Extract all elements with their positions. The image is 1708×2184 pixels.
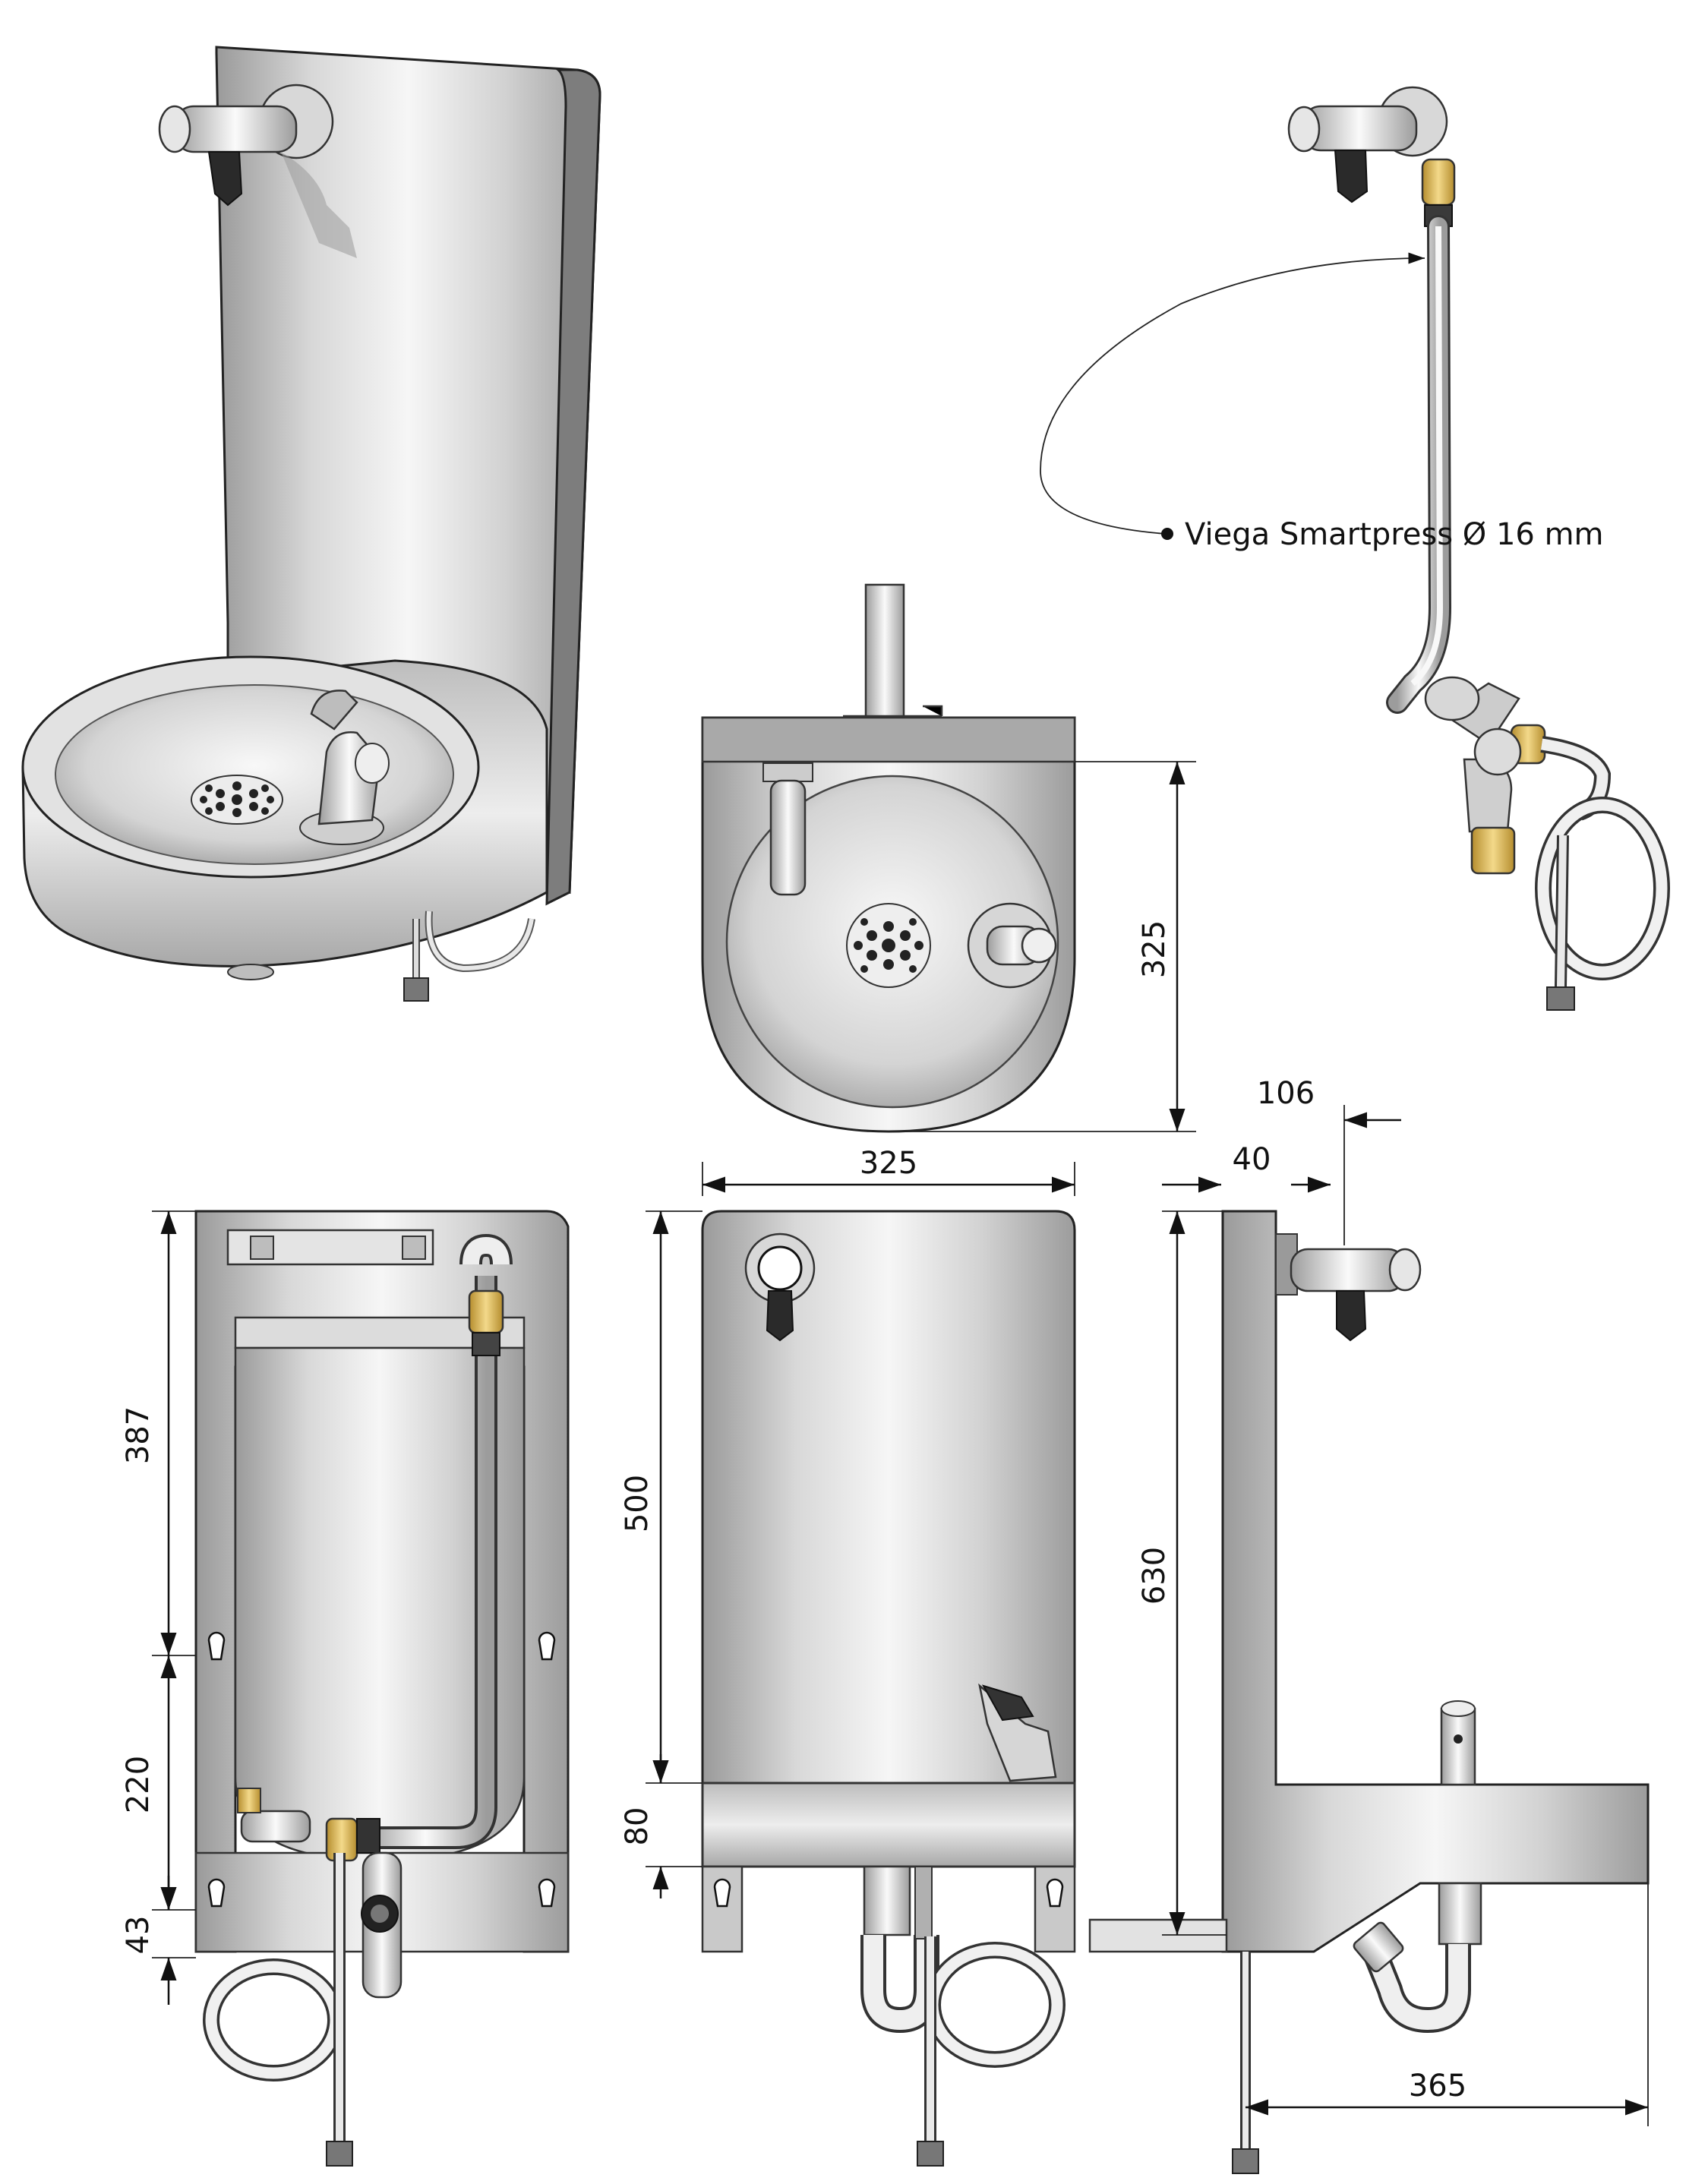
dimension-lines <box>152 761 1649 2126</box>
push-valve <box>158 84 334 207</box>
angle-valve <box>1424 676 1612 875</box>
isometric-view <box>21 46 601 1002</box>
front-hose-coil <box>917 1936 1066 2167</box>
rear-hose-coil <box>203 1853 353 2167</box>
front-trap <box>860 1865 939 2034</box>
front-panel <box>701 1210 1076 1785</box>
dim-front-base: 80 <box>620 1807 655 1846</box>
detail-hose-coil <box>1535 797 1670 1011</box>
dim-rear-upper: 387 <box>121 1406 156 1464</box>
front-view <box>701 1210 1076 2167</box>
top-view-nozzle <box>967 902 1057 989</box>
dim-side-tap-offset: 106 <box>1257 1076 1315 1111</box>
drain-strainer <box>191 775 283 825</box>
callout-label: Viega Smartpress Ø 16 mm <box>1185 517 1604 552</box>
side-push-valve <box>1275 1233 1422 1342</box>
front-push-valve <box>744 1232 816 1342</box>
side-view <box>1088 1210 1650 2174</box>
dim-side-height: 630 <box>1137 1547 1172 1605</box>
dim-rear-middle: 220 <box>121 1756 156 1813</box>
brass-fitting <box>1421 158 1456 207</box>
top-view-waste <box>762 762 813 896</box>
rear-view <box>194 1210 570 2167</box>
dimension-labels: 325 325 106 40 387 220 43 500 80 630 365 <box>121 920 1466 2104</box>
dim-rear-lower: 43 <box>121 1916 156 1955</box>
dim-side-wall-offset: 40 <box>1233 1142 1271 1177</box>
top-view <box>701 583 1076 1133</box>
backboard-edge <box>545 68 601 906</box>
rear-keyholes <box>207 1631 556 1908</box>
supply-hose <box>403 911 535 1002</box>
dim-front-height: 500 <box>620 1475 655 1532</box>
front-base <box>701 1782 1076 1868</box>
dim-side-depth: 365 <box>1409 2069 1466 2104</box>
rear-valve <box>237 1788 403 1999</box>
pipe-detail: Viega Smartpress Ø 16 mm <box>1040 86 1670 1011</box>
drinking-nozzle <box>299 690 390 845</box>
bowl-basin <box>55 684 454 865</box>
dim-top-view-depth: 325 <box>1137 920 1172 978</box>
top-view-strainer <box>846 903 931 988</box>
front-nozzle <box>978 1683 1057 1782</box>
callout: Viega Smartpress Ø 16 mm <box>1040 252 1604 552</box>
dim-top-view-width: 325 <box>860 1146 917 1181</box>
side-trap <box>1353 1882 1482 2034</box>
side-profile <box>1221 1210 1650 1953</box>
rear-supply-pipe <box>365 1233 513 1849</box>
detail-push-valve <box>1287 86 1448 204</box>
side-nozzle <box>1440 1700 1476 1786</box>
